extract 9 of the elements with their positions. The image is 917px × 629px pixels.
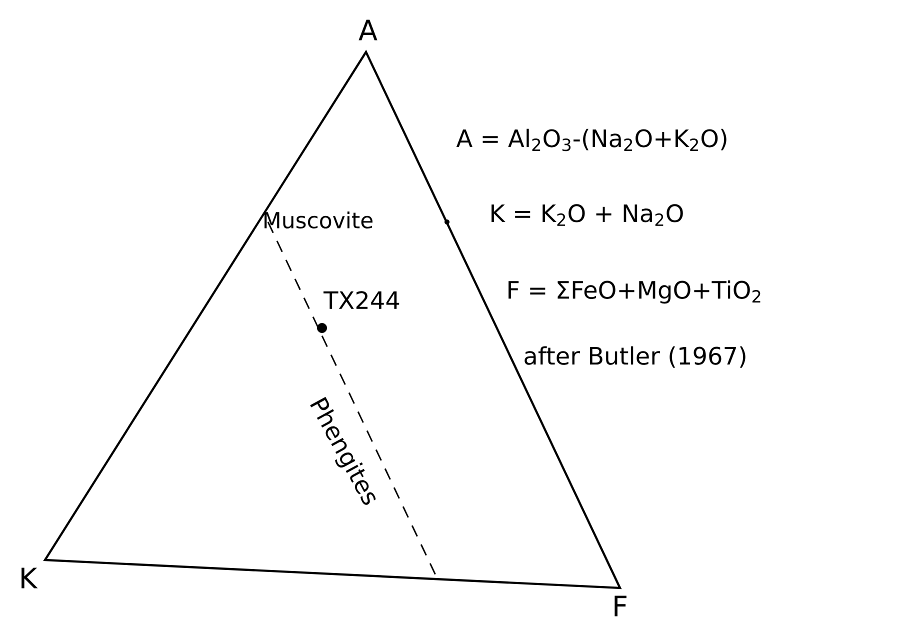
formula-label: K = K$_{2}$O + Na$_{2}$O — [492, 204, 683, 226]
vertex-label: F — [614, 596, 626, 616]
vertex-label: K — [22, 568, 38, 588]
point-label: Muscovite — [264, 211, 372, 228]
point-label: TX244 — [324, 291, 400, 309]
formula-label: A = Al$_{2}$O$_{3}$-(Na$_{2}$O+K$_{2}$O) — [456, 128, 726, 152]
vertex-label: A — [358, 20, 378, 40]
formula-label: F = ΣFeO+MgO+TiO$_{2}$ — [508, 280, 760, 304]
note: after Butler (1967) — [524, 346, 746, 368]
